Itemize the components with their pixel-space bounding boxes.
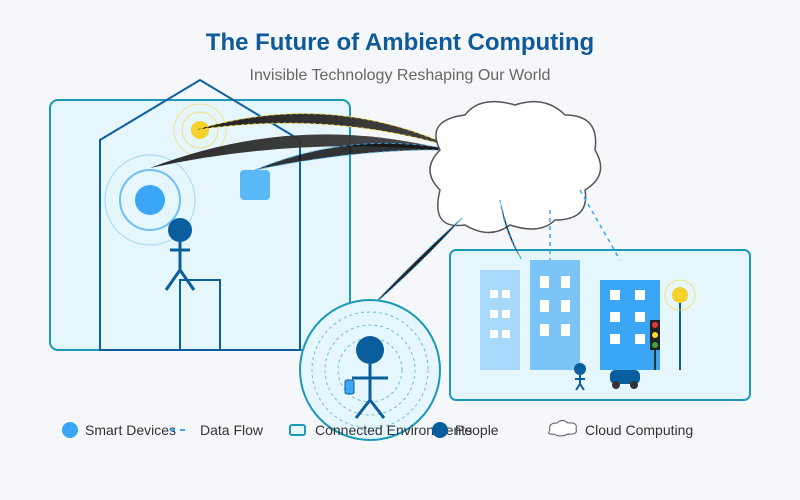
speaker-ring-inner [119,169,181,231]
legend: Smart Devices Data Flow Connected Enviro… [62,420,693,438]
wearable-device-icon [344,379,355,395]
data-line-city-3 [579,189,621,261]
speaker-ring-outer [104,154,196,246]
car-icon [610,370,640,389]
smart-display-icon [240,170,270,200]
data-beam-person [369,217,463,309]
legend-connected-environments-label: Connected Environments [315,422,472,438]
legend-cloud-computing-icon [548,420,577,437]
building-2 [530,260,580,370]
legend-people-icon [432,422,448,438]
data-beam-city-1 [499,199,523,261]
house-outline [99,78,301,351]
building-1 [480,270,520,370]
house-door [179,279,221,351]
city-environment [449,249,751,401]
legend-smart-devices-label: Smart Devices [85,422,176,438]
page-title: The Future of Ambient Computing [206,29,594,56]
legend-cloud-computing-label: Cloud Computing [585,422,693,438]
light-sensor-icon [191,121,209,139]
person-wearable [299,299,441,441]
smart-speaker-icon [135,185,165,215]
page-subtitle: Invisible Technology Reshaping Our World [250,67,551,84]
traffic-light-icon [650,320,660,370]
legend-connected-environments-icon [289,424,306,436]
street-lamp-icon [664,279,696,370]
legend-smart-devices-icon [62,422,78,438]
sensor-ring-inner [181,111,219,149]
person-icon [352,336,388,419]
data-beam-speaker [150,134,455,168]
person-home-icon [164,218,196,291]
legend-data-flow-label: Data Flow [200,422,264,438]
person-city-icon [574,363,586,391]
cloud-icon [429,100,602,234]
legend-people-label: People [455,422,499,438]
